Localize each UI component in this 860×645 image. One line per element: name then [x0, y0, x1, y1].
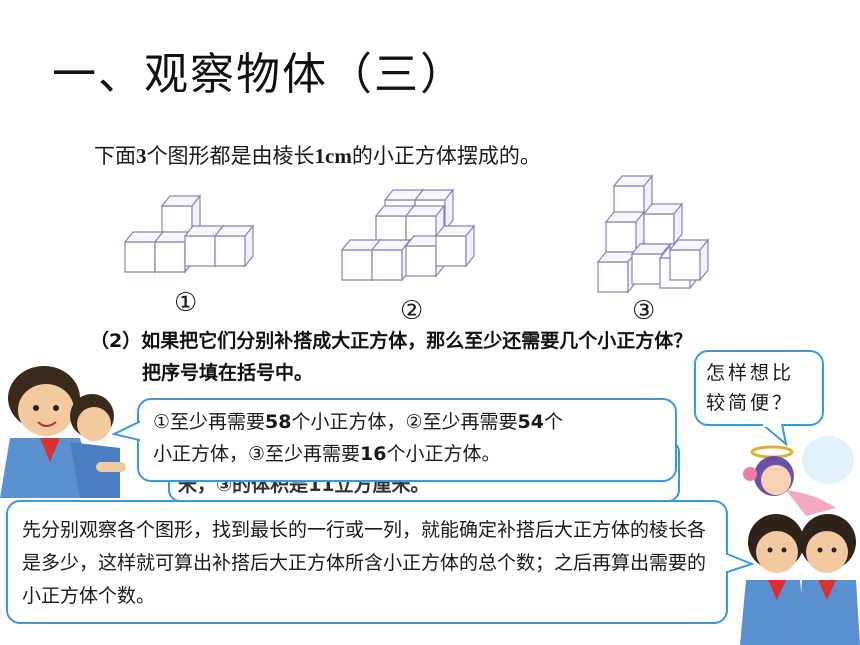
- question-line-1: （2）如果把它们分别补搭成大正方体，那么至少还需要几个小正方体？: [90, 330, 693, 352]
- ask-bubble-tail: [760, 424, 788, 447]
- answer-line-2: 小正方体，③至少再需要16个小正方体。: [153, 438, 661, 470]
- intro-text: 下面3个图形都是由棱长1cm的小正方体摆成的。: [94, 140, 541, 170]
- answer-number-2: 54: [517, 411, 544, 433]
- answer-text-2: 个小正方体，②至少再需要: [291, 411, 518, 433]
- answer-text-3: 个: [544, 411, 564, 433]
- answer-text-4: 小正方体，③至少再需要: [153, 443, 361, 465]
- answer-text-5: 个小正方体。: [386, 443, 501, 465]
- explanation-text: 先分别观察各个图形，找到最长的一行或一列，就能确定补搭后大正方体的棱长各是多少，…: [22, 519, 707, 607]
- answer-number-1: 58: [265, 411, 292, 433]
- intro-prefix: 下面: [94, 144, 136, 168]
- figure-3-label: ③: [632, 296, 656, 326]
- question-line-2: 把序号填在括号中。: [142, 362, 314, 384]
- fairy-illustration: [743, 436, 854, 516]
- intro-middle: 个图形都是由棱长: [146, 144, 315, 168]
- explanation-bubble: 先分别观察各个图形，找到最长的一行或一列，就能确定补搭后大正方体的棱长各是多少，…: [6, 500, 728, 624]
- answer-line-1: ①至少再需要58个小正方体，②至少再需要54个: [153, 406, 661, 438]
- intro-count: 3: [136, 144, 147, 168]
- answer-text-1: ①至少再需要: [153, 411, 266, 433]
- explanation-bubble-tail: [724, 552, 754, 574]
- intro-unit: 1cm: [314, 144, 352, 168]
- boys-illustration: [0, 366, 126, 498]
- girls-illustration: [740, 514, 860, 645]
- figure-1: [124, 195, 254, 273]
- ask-bubble: 怎样想比较简便？: [694, 350, 824, 426]
- page-title: 一、观察物体（三）: [52, 49, 466, 100]
- figure-3: [597, 175, 709, 293]
- figure-2: [341, 189, 475, 281]
- intro-suffix: 的小正方体摆成的。: [351, 144, 541, 168]
- figure-1-label: ①: [174, 288, 198, 318]
- answer-bubble-tail: [112, 420, 142, 442]
- answer-number-3: 16: [360, 443, 387, 465]
- answer-bubble: ①至少再需要58个小正方体，②至少再需要54个 小正方体，③至少再需要16个小正…: [137, 398, 677, 482]
- figure-2-label: ②: [400, 296, 424, 326]
